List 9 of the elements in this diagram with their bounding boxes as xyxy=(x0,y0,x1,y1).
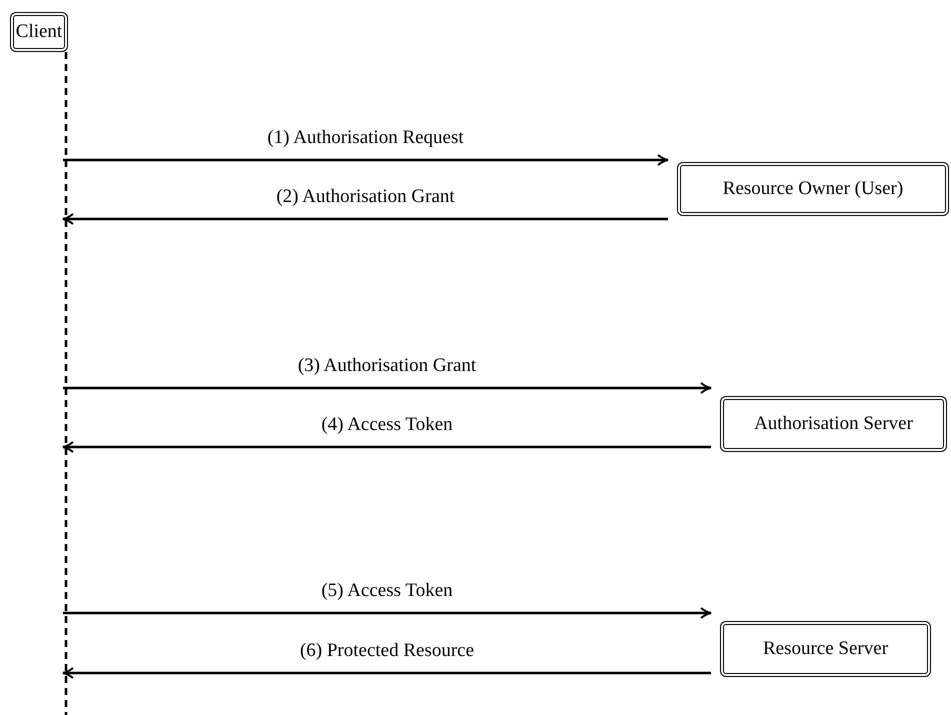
participant-box: Resource Owner (User) xyxy=(677,162,949,216)
edge-label: (4) Access Token xyxy=(321,414,453,436)
edge-label: (1) Authorisation Request xyxy=(267,127,464,149)
participant-box: Resource Server xyxy=(720,621,931,677)
edge-label: (6) Protected Resource xyxy=(300,640,474,662)
edge-label: (2) Authorisation Grant xyxy=(276,186,455,208)
participant-box: Authorisation Server xyxy=(720,396,947,452)
edge-label: (3) Authorisation Grant xyxy=(298,355,476,377)
edge-label: (5) Access Token xyxy=(321,580,453,602)
